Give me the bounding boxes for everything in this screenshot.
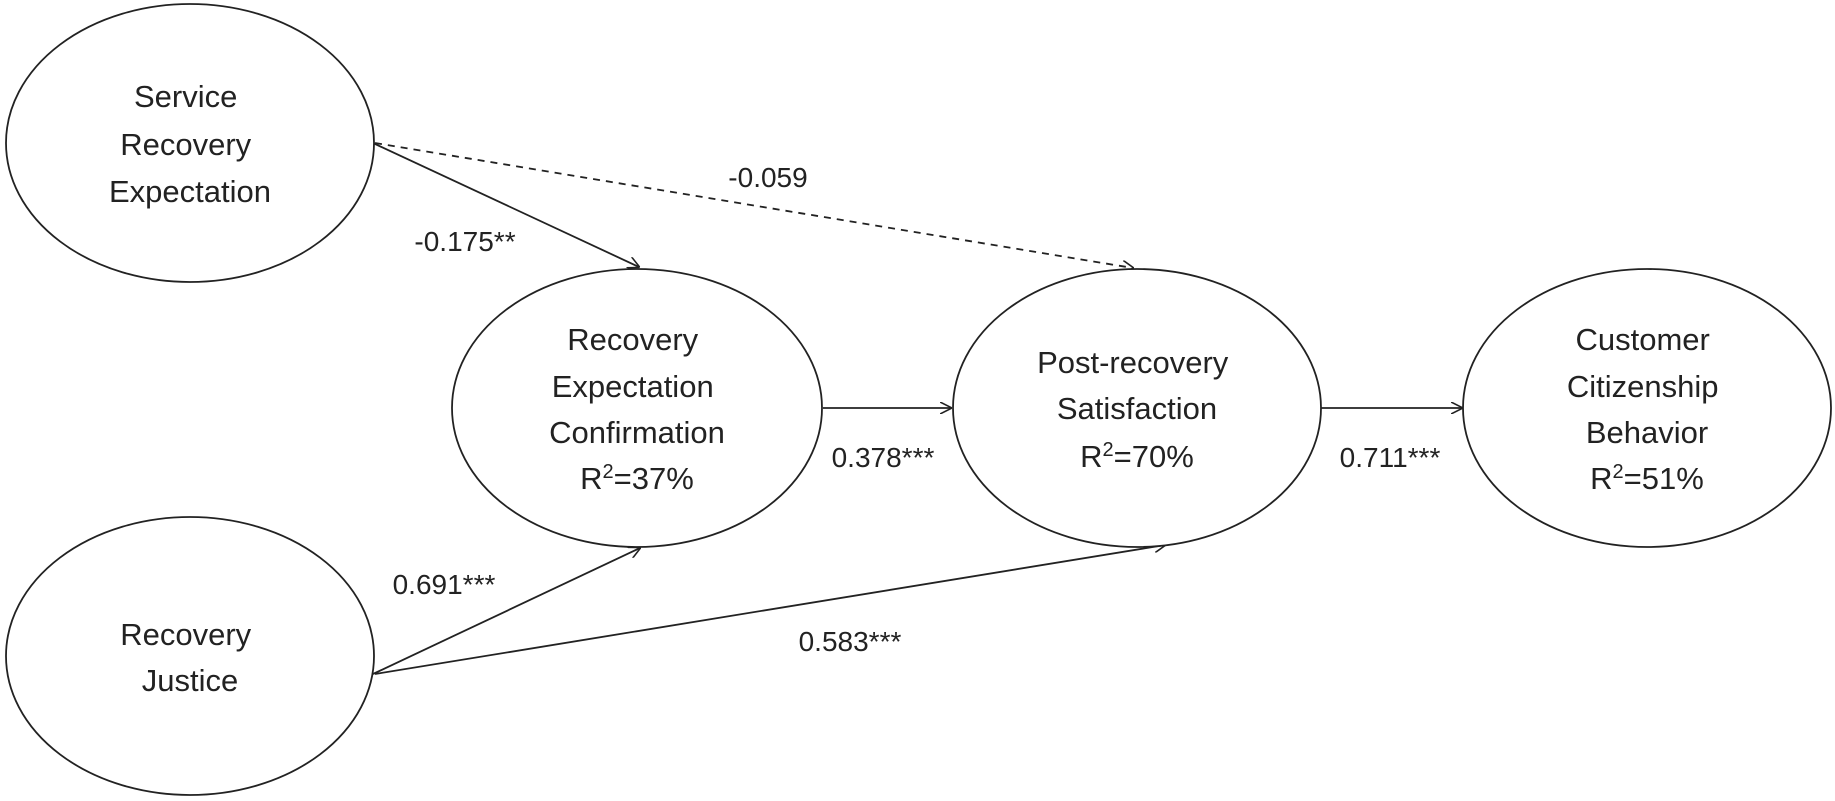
node-label-line: Post-recovery [1037,345,1229,380]
node-post-recovery-satisfaction: Post-recovery Satisfaction R2=70% [952,268,1322,548]
edges [372,142,1462,675]
r-squared-label: R2=70% [1080,439,1194,474]
coefficient-prs-to-ccb: 0.711*** [1340,442,1441,473]
path-rj-to-rec [372,548,640,675]
node-recovery-expectation-confirmation: Recovery Expectation Confirmation R2=37% [451,268,823,548]
node-shape [5,3,375,283]
node-label-line: Behavior [1586,415,1708,450]
coefficient-sre-to-rec: -0.175** [414,226,515,257]
node-label-line: Service [134,79,237,114]
svg-text:Recovery Expectation: Recovery Expectation Confirmation [549,322,725,450]
node-label-line: Recovery [567,322,698,357]
node-label-line: Citizenship [1567,369,1719,404]
coefficient-rj-to-prs: 0.583*** [799,626,902,657]
node-shape [952,268,1322,548]
node-label-line: Expectation [552,369,714,404]
node-label-line: Satisfaction [1057,391,1217,426]
node-shape [1462,268,1832,548]
node-recovery-justice: Recovery Justice [5,516,375,796]
coefficient-sre-to-prs: -0.059 [728,162,807,193]
svg-text:Post-recovery Satisfacti: Post-recovery Satisfaction [1037,345,1237,426]
node-label-line: Customer [1576,322,1710,357]
path-rj-to-prs [374,545,1165,675]
node-label-line: Justice [142,663,238,698]
node-shape [451,268,823,548]
node-service-recovery-expectation: Service Recovery Expectation [5,3,375,283]
svg-text:Service Recovery E: Service Recovery Expectation [109,79,271,209]
coefficient-rec-to-prs: 0.378*** [832,442,935,473]
node-label-line: Confirmation [549,415,725,450]
path-sre-to-prs [374,142,1133,268]
node-label-line: Expectation [109,174,271,209]
node-label-line: Recovery [120,127,251,162]
svg-text:Recovery Justice: Recovery Justice [120,617,260,698]
coefficient-rj-to-rec: 0.691*** [393,569,496,600]
r-squared-label: R2=37% [580,461,694,496]
path-sre-to-rec [372,142,639,267]
svg-text:Customer Citizenship: Customer Citizenship Behavior [1567,322,1727,450]
node-shape [5,516,375,796]
r-squared-label: R2=51% [1590,461,1704,496]
node-customer-citizenship-behavior: Customer Citizenship Behavior R2=51% [1462,268,1832,548]
node-label-line: Recovery [120,617,251,652]
path-labels: -0.175** -0.059 0.378*** 0.711*** 0.691*… [393,162,1441,657]
